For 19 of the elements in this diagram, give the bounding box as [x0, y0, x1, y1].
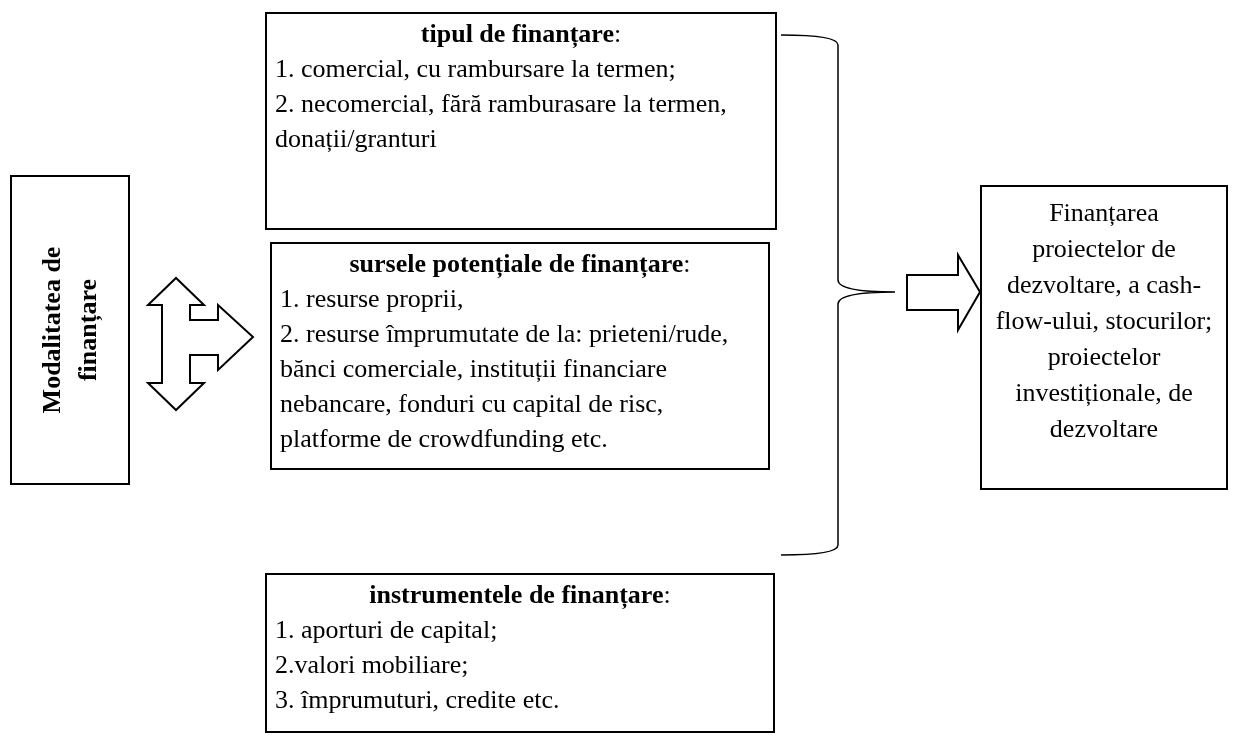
- box-heading: instrumentele de finanțare:: [368, 579, 672, 611]
- block-arrow: [906, 251, 982, 334]
- list-item: 1. aporturi de capital;: [275, 614, 499, 646]
- box-heading: tipul de finanțare:: [419, 18, 623, 50]
- text-box: [270, 242, 770, 470]
- text-box: [265, 12, 777, 230]
- text-box: [980, 185, 1228, 490]
- box-heading: sursele potențiale de finanțare:: [348, 248, 692, 280]
- text-box: [10, 175, 130, 485]
- list-item: 1. comercial, cu rambursare la termen;: [275, 53, 677, 85]
- list-item: 2. necomercial, fără ramburasare la termen, donații/granturi: [275, 88, 728, 155]
- list-item: 3. împrumuturi, credite etc.: [275, 684, 561, 716]
- list-item: 1. resurse proprii,: [280, 283, 465, 315]
- list-item: 2.valori mobiliare;: [275, 649, 470, 681]
- box-label: Modalitatea de finanțare: [36, 245, 103, 416]
- text-box: [265, 573, 775, 733]
- list-item: 2. resurse împrumutate de la: prieteni/rude, bănci comerciale, instituții financiare nebancare, fonduri cu capital de risc, platforme de crowdfunding etc.: [280, 318, 730, 455]
- box-label: Finanțarea proiectelor de dezvoltare, a cash-flow-ului, stocurilor; proiectelor investiționale, de dezvoltare: [994, 197, 1214, 445]
- block-arrow: [145, 276, 255, 412]
